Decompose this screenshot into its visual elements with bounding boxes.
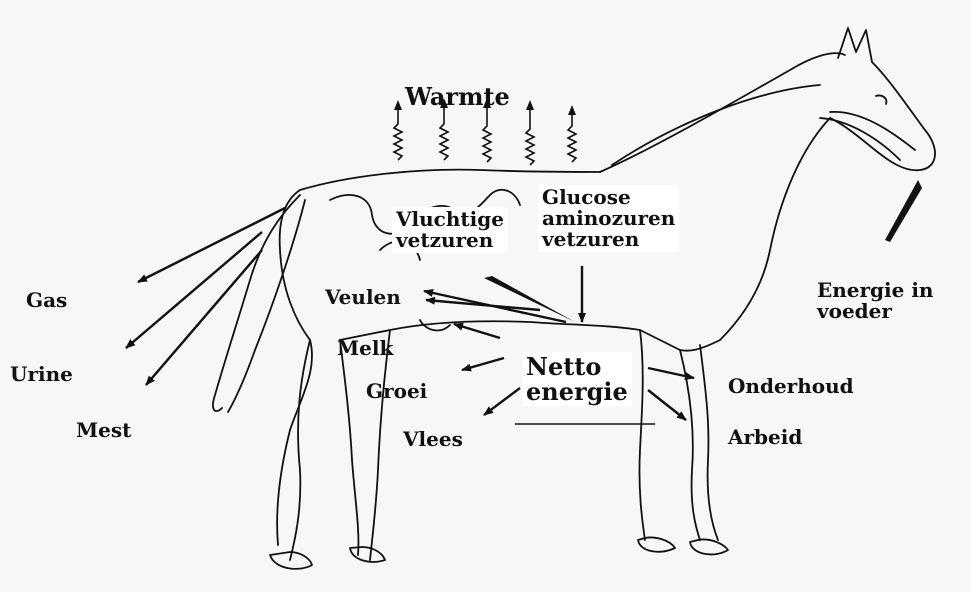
- horse-mane: [612, 85, 820, 165]
- label-netto-line1: Netto: [526, 354, 628, 379]
- label-gas: Gas: [26, 290, 67, 311]
- label-melk: Melk: [337, 338, 393, 359]
- heat-wave-2: [440, 108, 448, 160]
- horse-head: [830, 62, 935, 170]
- label-glucose-line2: aminozuren: [542, 208, 675, 229]
- horse-belly: [340, 321, 720, 350]
- label-arbeid: Arbeid: [728, 427, 802, 448]
- horse-hind-leg-inner: [340, 340, 358, 555]
- horse-throat: [720, 118, 830, 340]
- arrow-veulen-2: [426, 300, 540, 310]
- label-veulen: Veulen: [325, 287, 401, 308]
- horse-tail: [213, 195, 300, 411]
- horse-front-leg-3: [700, 345, 718, 540]
- label-energie-in-voeder: Energie in voeder: [817, 280, 933, 322]
- label-glucose-line1: Glucose: [542, 187, 675, 208]
- horse-front-hoof-2: [690, 539, 728, 554]
- horse-hind-leg-back: [290, 340, 310, 560]
- label-onderhoud: Onderhoud: [728, 376, 854, 397]
- label-netto-line2: energie: [526, 379, 628, 404]
- arrow-melk: [454, 324, 500, 338]
- label-energie-in-line1: Energie in: [817, 280, 933, 301]
- horse-halter: [820, 112, 915, 160]
- horse-hindquarter: [277, 190, 312, 545]
- heat-wave-1: [394, 110, 402, 160]
- label-warmte: Warmte: [405, 84, 510, 109]
- arrow-groei: [462, 358, 504, 370]
- arrow-energie-in-wedge: [885, 180, 922, 242]
- label-vluchtige-line1: Vluchtige: [396, 209, 504, 230]
- udder: [420, 320, 450, 330]
- label-vluchtige-line2: vetzuren: [396, 230, 504, 251]
- horse-hind-hoof-2: [350, 547, 385, 562]
- label-energie-in-line2: voeder: [817, 301, 933, 322]
- horse-neck: [600, 53, 845, 172]
- heat-wave-4: [526, 110, 534, 165]
- heat-wave-5: [568, 115, 576, 162]
- label-glucose-aminozuren-vetzuren: Glucose aminozuren vetzuren: [538, 185, 679, 252]
- horse-eye: [876, 95, 886, 104]
- arrow-onderhoud: [648, 368, 694, 378]
- label-vluchtige-vetzuren: Vluchtige vetzuren: [392, 207, 508, 253]
- heat-waves: [394, 108, 576, 165]
- arrow-vlees: [484, 388, 520, 415]
- label-glucose-line3: vetzuren: [542, 229, 675, 250]
- heat-wave-3: [483, 108, 491, 162]
- arrow-arbeid: [648, 390, 686, 420]
- label-urine: Urine: [10, 364, 73, 385]
- label-vlees: Vlees: [403, 429, 463, 450]
- label-netto-energie: Netto energie: [522, 352, 632, 406]
- label-mest: Mest: [76, 420, 131, 441]
- horse-front-leg-2: [680, 350, 700, 540]
- horse-front-hoof-1: [638, 537, 675, 551]
- horse-ears: [838, 28, 872, 62]
- horse-front-leg-1: [639, 330, 645, 540]
- label-groei: Groei: [366, 381, 427, 402]
- horse-hind-leg-front: [370, 330, 390, 560]
